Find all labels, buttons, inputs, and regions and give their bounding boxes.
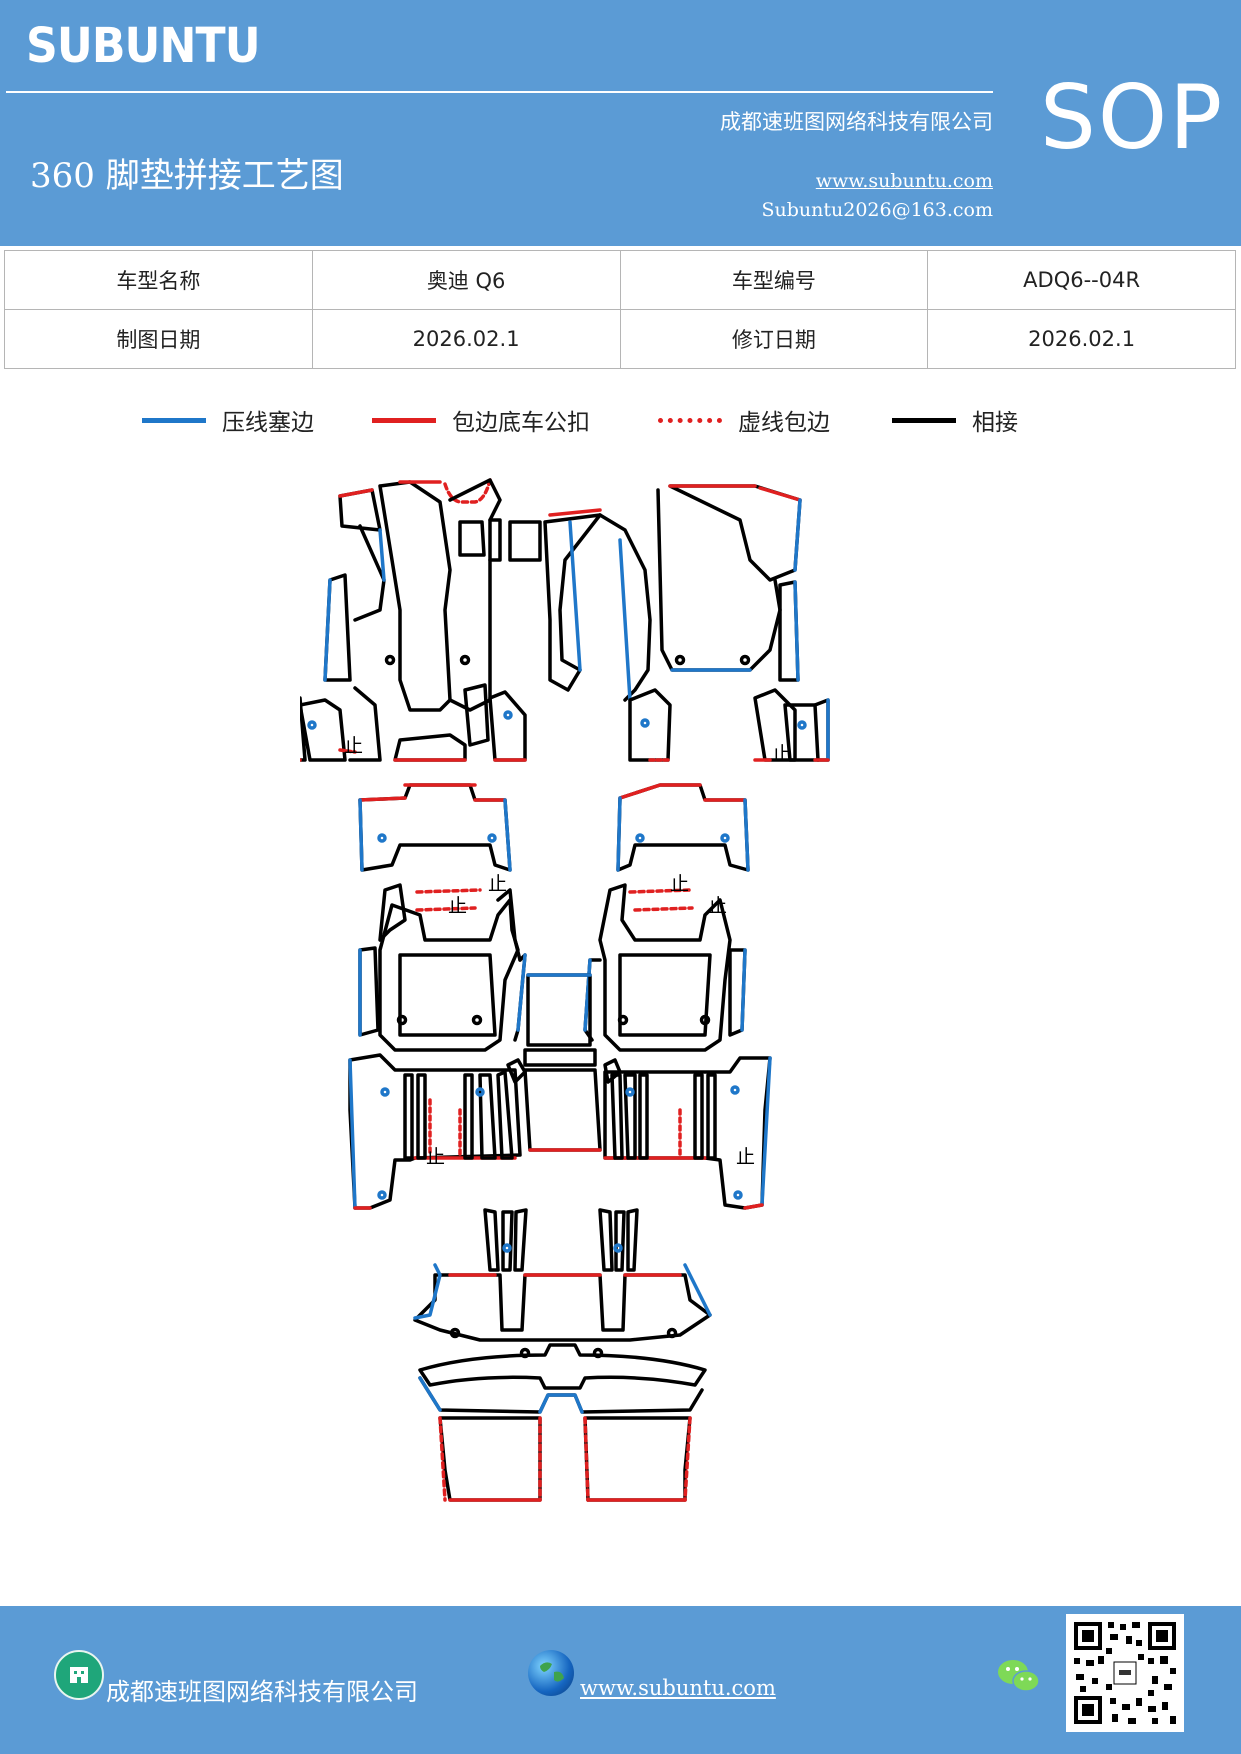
draw-date-label: 制图日期 <box>4 309 313 369</box>
draw-date-value: 2026.02.1 <box>311 309 621 369</box>
stop-mark: 止 <box>344 735 363 757</box>
qr-code <box>1066 1614 1184 1732</box>
legend-item-joint: 相接 <box>892 395 1018 445</box>
third-row-block <box>413 1208 712 1502</box>
legend-label: 包边底车公扣 <box>452 410 590 436</box>
document-title: 360 脚垫拼接工艺图 <box>30 156 344 196</box>
legend-swatch <box>892 417 956 423</box>
legend-swatch <box>658 417 722 423</box>
table-row: 车型名称 奥迪 Q6 车型编号 ADQ6--04R <box>4 250 1236 310</box>
legend-swatch <box>372 417 436 423</box>
model-code-label: 车型编号 <box>619 250 929 310</box>
header-divider <box>6 91 993 93</box>
legend-label: 压线塞边 <box>222 410 314 436</box>
header-website-link[interactable]: www.subuntu.com <box>815 170 993 192</box>
front-left-mat <box>300 478 602 762</box>
rear-mat-block <box>348 783 772 1210</box>
legend-swatch <box>142 417 206 423</box>
wechat-icon[interactable] <box>996 1656 1042 1696</box>
header-email[interactable]: Subuntu2026@163.com <box>761 199 993 221</box>
legend-item-edge-buckle: 包边底车公扣 <box>372 395 590 445</box>
sop-label: SOP <box>1040 66 1225 169</box>
revise-date-value: 2026.02.1 <box>927 309 1236 369</box>
legend-label: 相接 <box>972 410 1018 436</box>
model-name-label: 车型名称 <box>4 250 313 310</box>
floor-mat-diagram: 止 止 止 止 止 止 止 止 <box>300 478 830 1502</box>
stop-mark: 止 <box>736 1146 755 1168</box>
model-name-value: 奥迪 Q6 <box>311 250 621 310</box>
stop-mark: 止 <box>488 873 507 895</box>
header-company: 成都速班图网络科技有限公司 <box>720 110 993 134</box>
building-icon <box>54 1650 104 1700</box>
stop-mark: 止 <box>708 895 727 917</box>
footer-banner: 成都速班图网络科技有限公司 www.subuntu.com <box>0 1606 1241 1754</box>
footer-website-link[interactable]: www.subuntu.com <box>580 1676 776 1700</box>
vehicle-info-table: 车型名称 奥迪 Q6 车型编号 ADQ6--04R 制图日期 2026.02.1… <box>4 250 1236 369</box>
stop-mark: 止 <box>772 743 791 765</box>
legend-label: 虚线包边 <box>738 410 830 436</box>
globe-icon <box>528 1650 574 1696</box>
header-banner: SUBUNTU 成都速班图网络科技有限公司 360 脚垫拼接工艺图 www.su… <box>0 0 1241 246</box>
stop-mark: 止 <box>670 873 689 895</box>
model-code-value: ADQ6--04R <box>927 250 1236 310</box>
legend: 压线塞边 包边底车公扣 虚线包边 相接 <box>0 395 1241 445</box>
front-right-mat <box>598 484 830 762</box>
stop-mark: 止 <box>426 1146 445 1168</box>
legend-item-press-line: 压线塞边 <box>142 395 314 445</box>
footer-company: 成都速班图网络科技有限公司 <box>106 1678 418 1706</box>
revise-date-label: 修订日期 <box>619 309 929 369</box>
legend-item-dotted-edge: 虚线包边 <box>658 395 830 445</box>
stop-mark: 止 <box>448 895 467 917</box>
brand-logo: SUBUNTU <box>26 18 261 74</box>
table-row: 制图日期 2026.02.1 修订日期 2026.02.1 <box>4 309 1236 369</box>
